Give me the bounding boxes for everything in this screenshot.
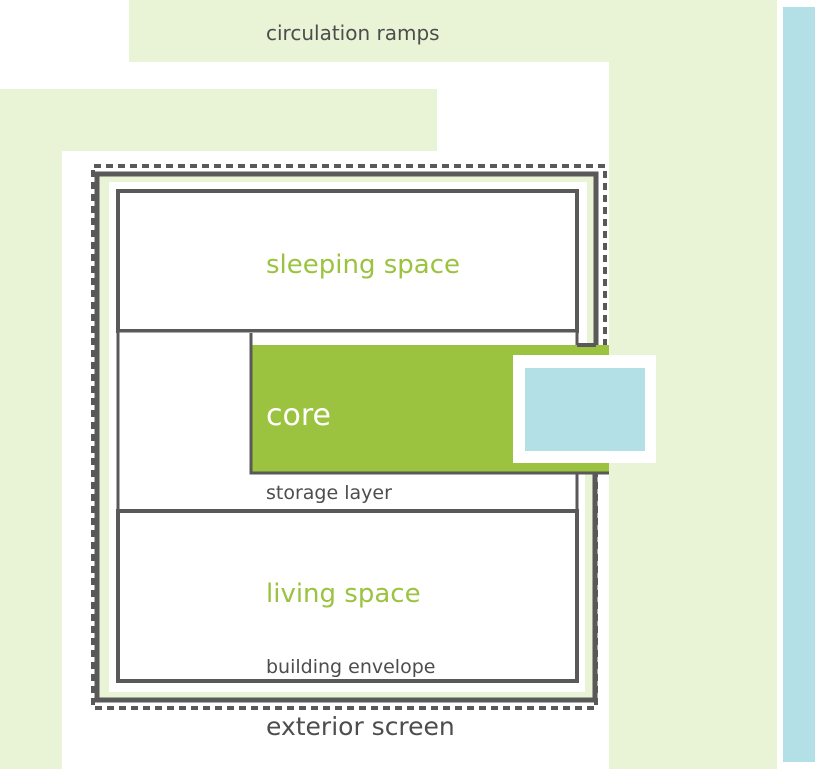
sleeping-room (116, 189, 579, 333)
circulation-ramps-area (0, 0, 777, 769)
living-room (116, 509, 579, 683)
exterior-screen-label: exterior screen (266, 712, 455, 741)
sleeping-space-label: sleeping space (266, 250, 460, 280)
ramp-left-vertical (0, 89, 62, 769)
core-label: core (266, 398, 331, 433)
ramp-left-strip (0, 89, 437, 151)
storage-layer-label: storage layer (266, 482, 392, 504)
outer-wall (94, 171, 599, 703)
core-outline (249, 333, 609, 475)
building-envelope-label: building envelope (266, 656, 435, 678)
living-space-label: living space (266, 579, 421, 609)
water-channel (783, 7, 815, 762)
screen-cavity-fill (99, 172, 597, 702)
circulation-ramps-label: circulation ramps (266, 21, 440, 45)
core-window (525, 368, 645, 451)
